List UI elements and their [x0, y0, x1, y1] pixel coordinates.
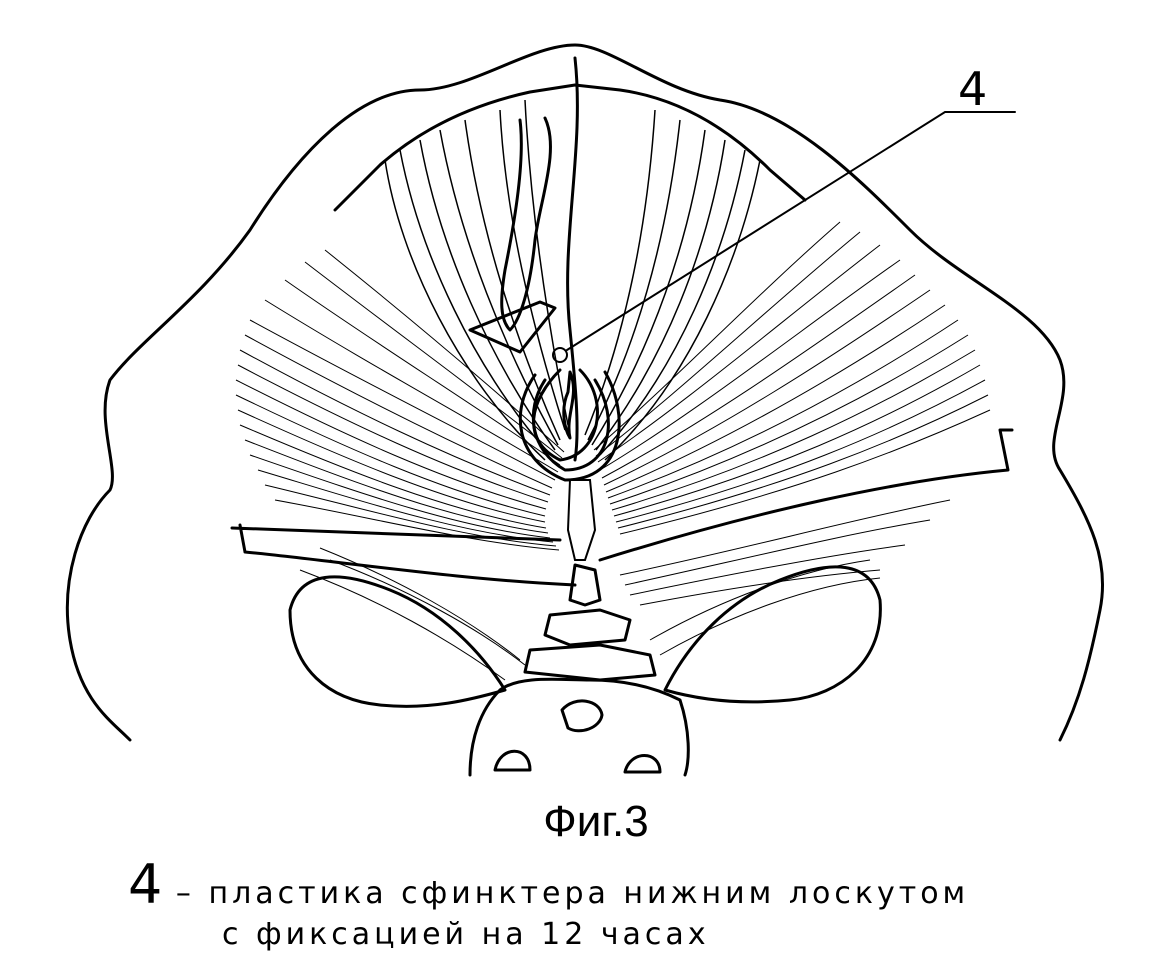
right-ischial-opening [663, 565, 882, 704]
anococcygeal-ligament [566, 479, 597, 561]
legend-text-2: с фиксацией на 12 часах [222, 917, 710, 952]
pelvic-outline [65, 43, 1105, 742]
legend-dash: – [175, 876, 195, 911]
legend-line-1: 4 – пластика сфинктера нижним лоскутом [128, 858, 969, 912]
inner-rings [518, 370, 621, 482]
sacral-foramen [560, 699, 604, 733]
levator-fibers-right [593, 221, 991, 606]
rectal-canal [532, 56, 599, 462]
lower-flap [468, 116, 557, 354]
left-ischial-opening [288, 575, 507, 708]
anal-orifice [562, 370, 575, 440]
lower-fibers [299, 547, 881, 681]
coccyx [523, 563, 657, 682]
transverse-band-left [230, 523, 577, 587]
right-sacral-hole [623, 754, 662, 774]
sacrum [468, 677, 690, 777]
callout-label: 4 [958, 62, 988, 116]
figure-caption: Фиг.3 [543, 797, 649, 846]
leader-line [566, 111, 1016, 351]
levator-fibers-left [235, 249, 565, 551]
legend-line-2: с фиксацией на 12 часах [222, 920, 710, 950]
legend-text-1: пластика сфинктера нижним лоскутом [208, 876, 970, 911]
pubic-arch-line [333, 83, 807, 212]
transverse-band-right [598, 428, 1014, 562]
legend-number: 4 [128, 853, 163, 916]
left-sacral-hole [493, 749, 532, 772]
fixation-point [552, 347, 568, 363]
